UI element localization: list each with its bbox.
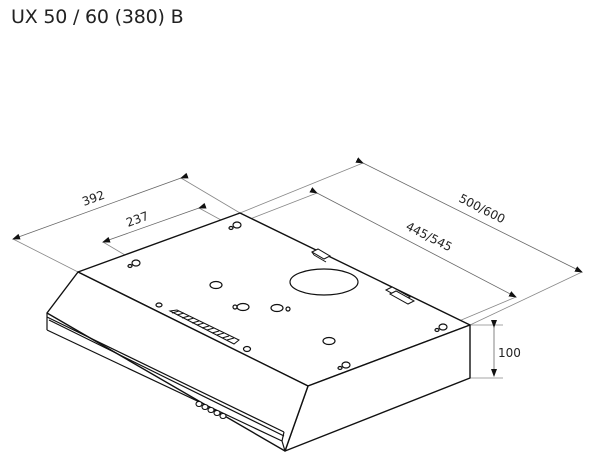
top-holes bbox=[127, 221, 448, 371]
product-title: UX 50 / 60 (380) B bbox=[11, 6, 184, 28]
dim-depth-outer: 392 bbox=[80, 188, 106, 209]
hood-body bbox=[46, 212, 471, 452]
dimension-lines bbox=[12, 157, 583, 377]
mounting-brackets bbox=[310, 248, 416, 305]
dim-width-inner: 445/545 bbox=[404, 219, 455, 254]
vent-grille bbox=[168, 309, 240, 345]
exhaust-outlet bbox=[289, 268, 359, 296]
hood-edges bbox=[46, 313, 286, 452]
dim-width-outer: 500/600 bbox=[457, 191, 508, 226]
control-buttons bbox=[195, 400, 227, 420]
dim-height: 100 bbox=[498, 346, 521, 360]
